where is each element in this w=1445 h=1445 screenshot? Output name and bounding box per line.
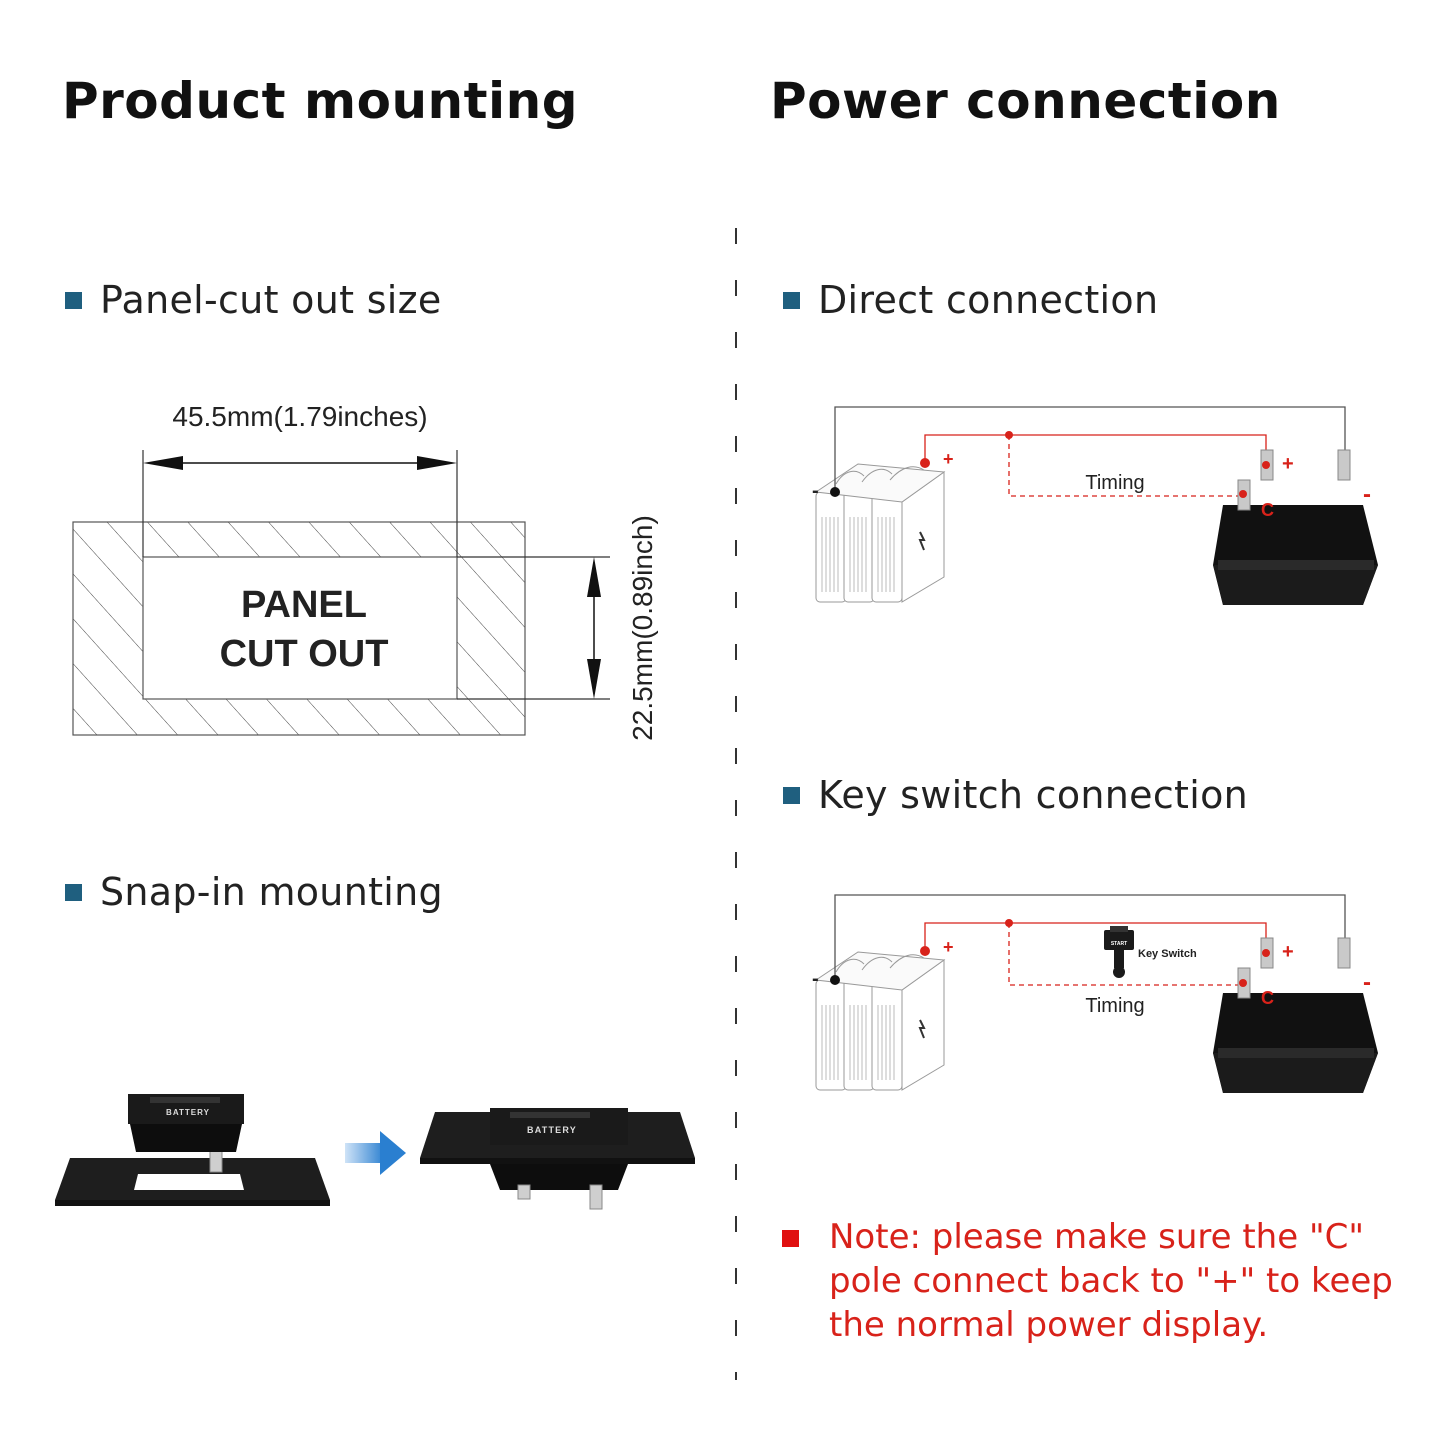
red-square-bullet-icon	[782, 1230, 799, 1247]
battery-minus: -	[812, 480, 819, 502]
timing-wire-2	[1008, 923, 1240, 986]
meter-c: C	[1261, 500, 1274, 520]
panel-cutout-label: Panel-cut out size	[100, 278, 442, 322]
panel-cutout-drawing: PANEL CUT OUT 45.5mm(1.79inches) 22.5mm(…	[72, 401, 658, 741]
square-bullet-icon	[783, 786, 800, 804]
positive-wire-2	[924, 922, 1267, 951]
square-bullet-icon	[783, 291, 800, 309]
cutout-text-line1: PANEL	[241, 584, 367, 626]
battery-minus-2: -	[812, 968, 819, 990]
height-label: 22.5mm(0.89inch)	[627, 515, 658, 741]
width-label: 45.5mm(1.79inches)	[172, 401, 427, 432]
direct-connection-label: Direct connection	[818, 278, 1159, 322]
note-text: Note: please make sure the "C" pole conn…	[829, 1217, 1393, 1345]
negative-wire	[834, 406, 1346, 492]
key-switch-diagram: + - START Key Switch Timing + - C	[812, 894, 1379, 1094]
key-switch-section: Key switch connection	[783, 773, 1248, 817]
device-brand-2: BATTERY	[527, 1125, 577, 1135]
snap-in-section: Snap-in mounting	[65, 870, 443, 914]
blue-arrow-icon	[345, 1131, 406, 1175]
timing-wire	[1008, 435, 1240, 497]
positive-wire	[924, 434, 1267, 463]
cutout-opening	[142, 556, 458, 700]
snap-in-after: BATTERY	[420, 1108, 695, 1210]
arrow-left-icon	[143, 456, 183, 470]
key-switch-label: Key Switch	[1138, 948, 1197, 960]
negative-wire-2	[834, 894, 1346, 980]
direct-connection-section: Direct connection	[783, 278, 1158, 322]
meter-plus: +	[1282, 453, 1294, 475]
product-mounting-heading: Product mounting	[62, 72, 579, 130]
cutout-text-line2: CUT OUT	[220, 633, 389, 675]
snap-in-label: Snap-in mounting	[100, 870, 443, 914]
square-bullet-icon	[65, 291, 82, 309]
timing-label-2: Timing	[1085, 995, 1144, 1017]
meter-c-2: C	[1261, 988, 1274, 1008]
meter-minus: -	[1363, 481, 1371, 508]
direct-connection-diagram: + - Timing + - C	[812, 406, 1379, 606]
power-connection-heading: Power connection	[770, 72, 1281, 130]
square-bullet-icon	[65, 883, 82, 901]
arrow-right-icon	[417, 456, 457, 470]
key-switch-connection-label: Key switch connection	[818, 773, 1249, 817]
device-brand-1: BATTERY	[166, 1108, 210, 1117]
meter-minus-2: -	[1363, 969, 1371, 996]
meter-plus-2: +	[1282, 941, 1294, 963]
battery-plus-2: +	[943, 937, 954, 957]
battery-plus: +	[943, 449, 954, 469]
snap-in-before: BATTERY	[55, 1094, 330, 1206]
note-block: Note: please make sure the "C" pole conn…	[782, 1215, 1422, 1347]
arrow-down-icon	[587, 659, 601, 699]
timing-label: Timing	[1085, 472, 1144, 494]
panel-cutout-section: Panel-cut out size	[65, 278, 442, 322]
key-switch-icon: START	[1104, 926, 1134, 978]
start-label: START	[1111, 941, 1127, 947]
arrow-up-icon	[587, 557, 601, 597]
